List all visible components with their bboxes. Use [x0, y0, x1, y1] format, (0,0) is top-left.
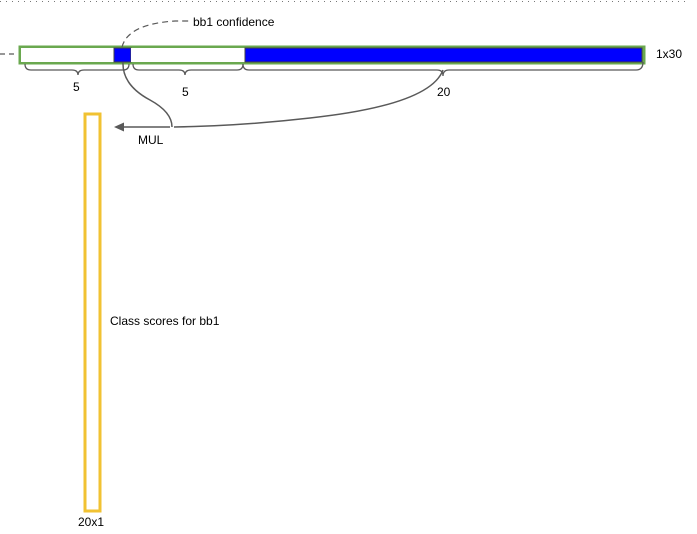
bb1-confidence-label: bb1 confidence	[193, 15, 275, 29]
scores-to-mul-curve	[173, 69, 444, 128]
brace-twenty-label: 20	[437, 85, 451, 99]
class-scores-label: Class scores for bb1	[110, 314, 220, 328]
brace-first-five	[24, 63, 130, 76]
vector-shape-label: 1x30	[656, 47, 683, 61]
segment-bb2-box	[131, 48, 245, 62]
segment-bb1-confidence	[113, 47, 132, 63]
brace-second-five	[132, 63, 244, 76]
segment-bb1-coords	[21, 48, 114, 62]
brace-twenty	[242, 61, 644, 77]
segment-class-scores	[244, 47, 643, 63]
arrowhead-icon	[114, 122, 124, 132]
confidence-callout-line	[121, 20, 190, 48]
brace-first-five-label: 5	[73, 80, 80, 94]
class-scores-20x1-box	[83, 112, 102, 513]
confidence-to-mul-curve	[122, 61, 173, 128]
result-shape-label: 20x1	[78, 515, 105, 529]
brace-second-five-label: 5	[182, 85, 189, 99]
mul-operation-label: MUL	[138, 133, 164, 147]
